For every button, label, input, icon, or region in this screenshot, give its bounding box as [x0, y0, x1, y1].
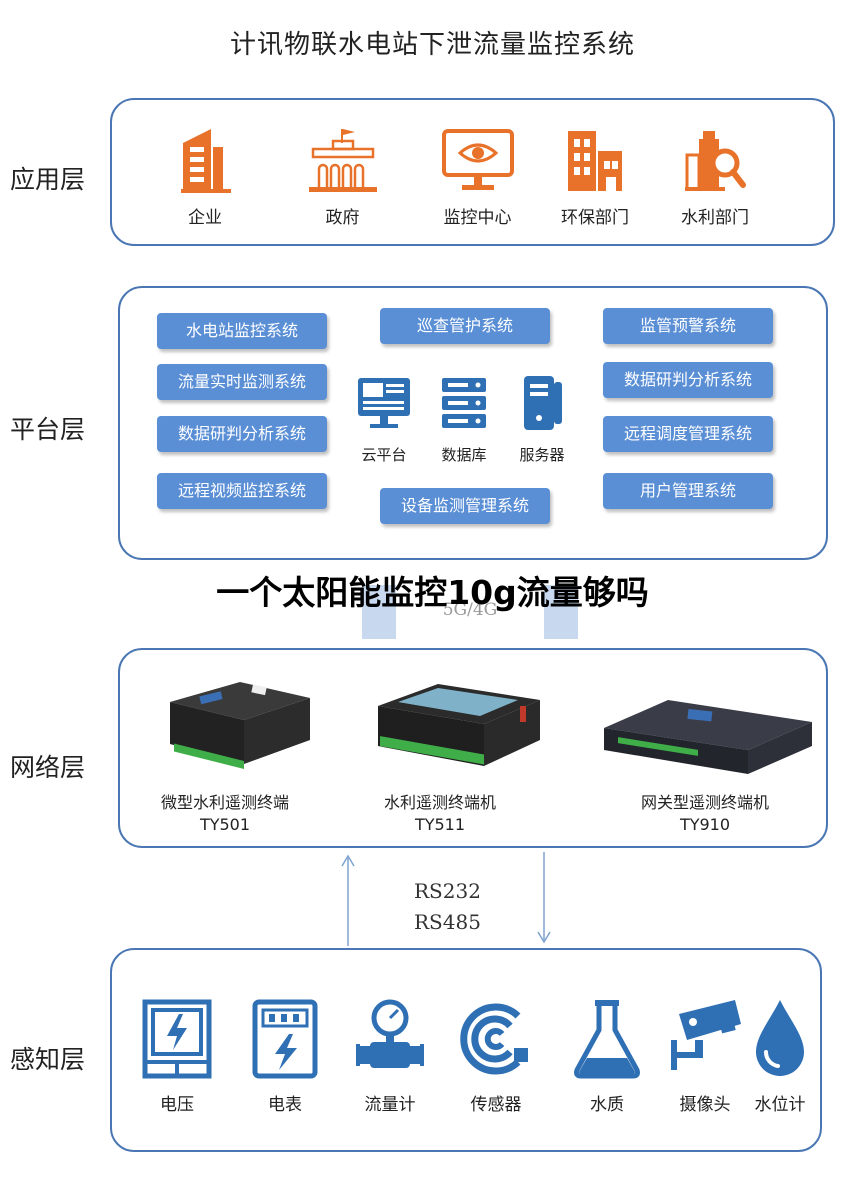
center-item-label: 数据库: [441, 446, 487, 464]
app-item-monitoring-center[interactable]: 监控中心: [430, 125, 525, 228]
center-cloud-platform: 云平台: [348, 372, 420, 465]
layer-label-network: 网络层: [10, 753, 86, 782]
center-server: 服务器: [506, 372, 578, 465]
sensor-label: 传感器: [470, 1095, 522, 1115]
water-level-drop-icon: [756, 1000, 804, 1076]
sensor-flow-meter[interactable]: 流量计: [345, 996, 435, 1115]
monitor-eye-icon: [441, 129, 514, 190]
btn-flow-realtime-monitoring[interactable]: 流量实时监测系统: [157, 364, 327, 400]
interface-rs485: RS485: [414, 910, 481, 934]
app-item-enterprise[interactable]: 企业: [160, 125, 250, 228]
app-item-label: 监控中心: [443, 208, 512, 228]
voltage-meter-icon: [142, 999, 212, 1079]
app-item-label: 政府: [325, 208, 360, 228]
interface-arrows: [341, 852, 551, 946]
overlay-headline: 一个太阳能监控10g流量够吗: [216, 573, 649, 612]
cloud-platform-monitor-icon: [358, 378, 410, 428]
device-model: TY511: [414, 815, 466, 834]
flow-meter-icon: [356, 999, 424, 1068]
layer-label-platform: 平台层: [10, 415, 86, 444]
network-tag: 5G/4G: [442, 600, 498, 620]
app-item-water-dept[interactable]: 水利部门: [670, 125, 760, 228]
device-ty511-image: [368, 676, 548, 784]
database-server-icon: [442, 378, 486, 428]
terminal-device-icon: [378, 684, 540, 766]
btn-data-analysis-right[interactable]: 数据研判分析系统: [603, 362, 773, 398]
camera-icon: [671, 1000, 741, 1070]
center-database: 数据库: [428, 372, 500, 465]
app-item-label: 企业: [188, 208, 222, 228]
sensor-label: 流量计: [364, 1095, 416, 1115]
gateway-device-icon: [604, 700, 812, 774]
device-ty910-image: [598, 688, 818, 778]
sensor-camera[interactable]: 摄像头: [660, 996, 750, 1115]
sensor-label: 水位计: [754, 1095, 806, 1115]
app-item-government[interactable]: 政府: [295, 125, 390, 228]
device-model: TY501: [199, 815, 251, 834]
btn-supervision-warning[interactable]: 监管预警系统: [603, 308, 773, 344]
uplink-bar-left: [362, 585, 396, 639]
sensor-label: 摄像头: [679, 1095, 731, 1115]
app-item-environmental-dept[interactable]: 环保部门: [550, 125, 640, 228]
sensor-signal-icon: [460, 1003, 528, 1075]
government-building-icon: [308, 129, 377, 192]
btn-remote-dispatch[interactable]: 远程调度管理系统: [603, 416, 773, 452]
device-name: 水利遥测终端机: [383, 793, 496, 812]
btn-device-monitoring-management[interactable]: 设备监测管理系统: [380, 488, 550, 524]
electricity-meter-icon: [252, 999, 318, 1079]
layer-label-app: 应用层: [10, 165, 86, 194]
device-ty511: 水利遥测终端机 TY511: [355, 792, 525, 836]
factory-icon: [568, 131, 622, 191]
app-item-label: 水利部门: [681, 208, 749, 228]
sensor-label: 电压: [160, 1095, 194, 1115]
btn-data-analysis-left[interactable]: 数据研判分析系统: [157, 416, 327, 452]
sensor-generic[interactable]: 传感器: [451, 996, 541, 1115]
device-name: 网关型遥测终端机: [640, 793, 769, 812]
btn-remote-video-monitoring[interactable]: 远程视频监控系统: [157, 473, 327, 509]
sensor-label: 水质: [590, 1095, 624, 1115]
water-agency-search-icon: [685, 131, 746, 191]
device-ty910: 网关型遥测终端机 TY910: [610, 792, 800, 836]
interface-rs232: RS232: [414, 879, 481, 903]
device-ty501-image: [160, 668, 320, 778]
center-item-label: 服务器: [519, 446, 565, 464]
uplink-bar-right: [544, 585, 578, 639]
btn-patrol-management[interactable]: 巡查管护系统: [380, 308, 550, 344]
building-icon: [181, 129, 231, 193]
device-model: TY910: [679, 815, 731, 834]
sensor-water-level[interactable]: 水位计: [738, 996, 822, 1115]
btn-hydropower-monitoring[interactable]: 水电站监控系统: [157, 313, 327, 349]
sensor-voltage[interactable]: 电压: [132, 996, 222, 1115]
device-ty501: 微型水利遥测终端 TY501: [140, 792, 310, 836]
layer-label-sensing: 感知层: [10, 1045, 86, 1074]
sensor-electricity-meter[interactable]: 电表: [240, 996, 330, 1115]
terminal-device-icon: [170, 682, 310, 769]
sensor-water-quality[interactable]: 水质: [562, 996, 652, 1115]
center-item-label: 云平台: [361, 446, 407, 464]
app-item-label: 环保部门: [561, 208, 629, 228]
server-tower-icon: [524, 376, 562, 430]
device-name: 微型水利遥测终端: [160, 793, 289, 812]
page-title: 计讯物联水电站下泄流量监控系统: [229, 30, 635, 60]
water-quality-flask-icon: [574, 1000, 640, 1079]
btn-user-management[interactable]: 用户管理系统: [603, 473, 773, 509]
sensor-label: 电表: [268, 1095, 302, 1115]
